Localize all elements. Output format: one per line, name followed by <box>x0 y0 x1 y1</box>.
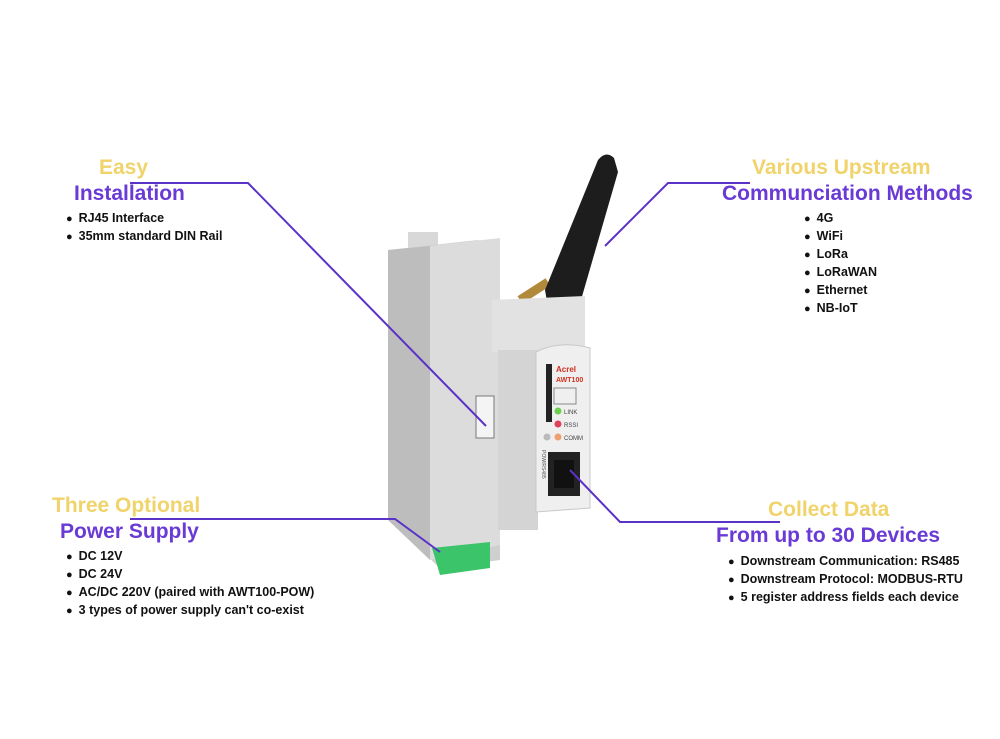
power-title-1: Three Optional <box>52 494 201 517</box>
upstream-title-1: Various Upstream <box>752 156 931 179</box>
list-item: 35mm standard DIN Rail <box>66 228 223 246</box>
leader-line-upstream <box>604 182 750 247</box>
list-item: 5 register address fields each device <box>728 589 963 607</box>
installation-title-1: Easy <box>99 156 149 179</box>
list-item: RJ45 Interface <box>66 210 222 228</box>
installation-list: RJ45 Interface 35mm standard DIN Rail <box>66 210 223 246</box>
installation-title-2: Installation <box>74 182 185 205</box>
list-item: WiFi <box>804 228 877 246</box>
list-item: 4G <box>804 210 877 228</box>
leader-line-installation <box>130 182 487 427</box>
device-model: AWT100 <box>556 377 583 384</box>
list-item: LoRa <box>804 246 877 264</box>
power-list: DC 12V DC 24V AC/DC 220V (paired with AW… <box>66 548 315 620</box>
side-port-label: POW/RS485 <box>540 450 546 479</box>
list-item: LoRaWAN <box>804 264 877 282</box>
leader-line-power <box>130 518 441 553</box>
device-body <box>388 232 591 575</box>
led-comm-label: COMM <box>564 436 583 442</box>
collect-title-1: Collect Data <box>768 498 890 521</box>
collect-list: Downstream Communication: RS485 Downstre… <box>728 553 963 607</box>
list-item: 3 types of power supply can't co-exist <box>66 602 314 620</box>
collect-title-2: From up to 30 Devices <box>716 524 941 547</box>
list-item: DC 24V <box>66 566 314 584</box>
upstream-title-2: Communciation Methods <box>722 182 973 205</box>
antenna <box>517 154 618 342</box>
leader-line-collect <box>569 469 780 523</box>
list-item: Downstream Protocol: MODBUS-RTU <box>728 571 963 589</box>
list-item: NB-IoT <box>804 300 877 318</box>
device-brand: Acrel <box>556 365 576 374</box>
list-item: DC 12V <box>66 548 314 566</box>
upstream-list: 4G WiFi LoRa LoRaWAN Ethernet NB-IoT <box>804 210 877 318</box>
list-item: Ethernet <box>804 282 877 300</box>
list-item: Downstream Communication: RS485 <box>728 553 963 571</box>
led-link-label: LINK <box>564 410 577 416</box>
led-rssi-label: RSSI <box>564 423 578 429</box>
power-title-2: Power Supply <box>60 520 199 543</box>
list-item: AC/DC 220V (paired with AWT100-POW) <box>66 584 315 602</box>
